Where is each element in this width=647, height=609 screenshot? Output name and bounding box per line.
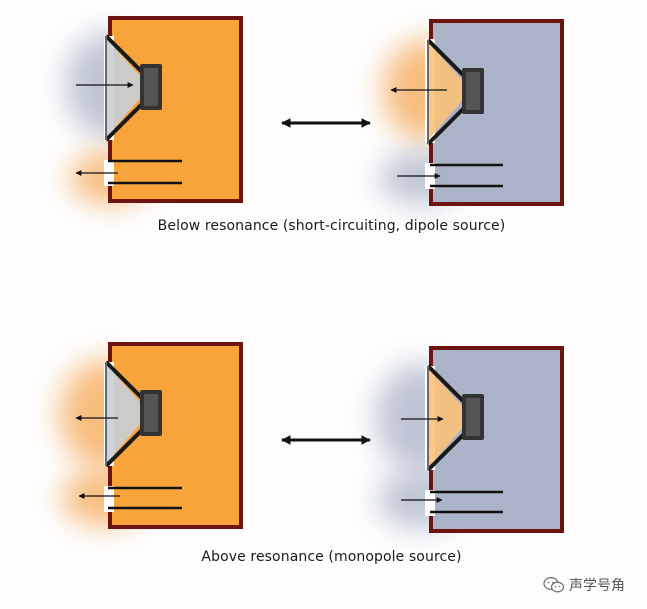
top-right-speaker-enclosure [380,19,564,206]
top-left-speaker-enclosure [66,16,243,204]
cone-back [106,38,140,138]
cone-back [106,364,140,464]
enclosure-box [108,342,243,529]
bottom-left-speaker-enclosure [60,342,243,529]
enclosure-box [108,16,243,203]
cone-back [428,368,462,468]
wechat-icon [543,576,565,594]
watermark-text: 声学号角 [569,578,625,594]
caption-above-resonance: Above resonance (monopole source) [201,549,462,565]
watermark: 声学号角 [543,575,625,595]
caption-below-resonance: Below resonance (short-circuiting, dipol… [157,218,506,234]
enclosure-box [429,346,564,533]
bottom-right-speaker-enclosure [376,346,564,533]
cone-back [428,42,462,140]
